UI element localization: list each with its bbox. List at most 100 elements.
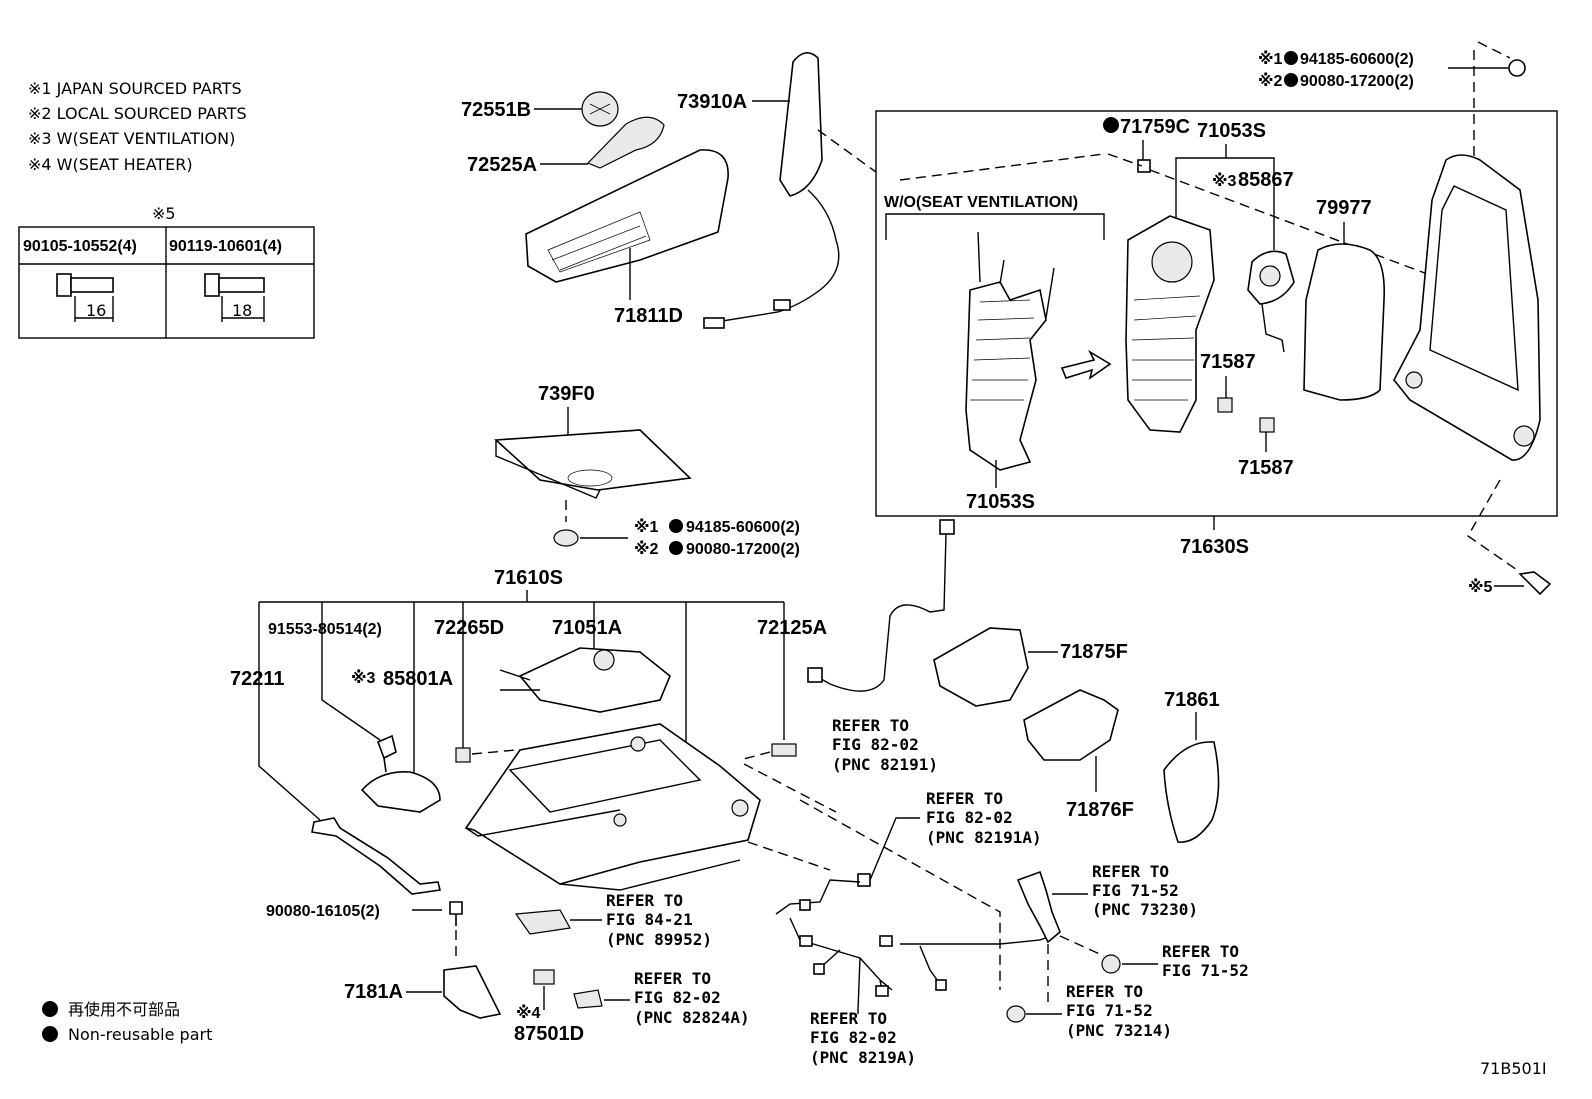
connector-82824A: REFER TO FIG 82-02 (PNC 82824A) (573, 969, 750, 1027)
buckle-73230-icon (1016, 870, 1061, 944)
heater-87501D: ※4 87501D (514, 969, 584, 1045)
side-pad-73910A-icon (779, 52, 823, 197)
nut-callout-top: ※1 94185-60600(2) ※2 90080-17200(2) (1258, 41, 1526, 300)
clip-72125A-icon (771, 743, 797, 757)
nut-mid-part-1: 94185-60600(2) (686, 519, 800, 536)
legend-note-3: ※3 W(SEAT VENTILATION) (28, 129, 235, 148)
mark-5-bottom: ※5 (1468, 578, 1493, 596)
bolt-91553-icon (376, 734, 397, 773)
label-71861: 71861 (1164, 689, 1220, 711)
ref-73230-line3: (PNC 73230) (1092, 900, 1198, 919)
label-79977: 79977 (1316, 197, 1372, 219)
lumbar-support-ventilated-icon (1125, 215, 1215, 433)
seatback-box: 71630S W/O(SEAT VENTILATION) 71053S 7175… (875, 110, 1558, 558)
legend-note-2: ※2 LOCAL SOURCED PARTS (28, 104, 247, 123)
module-89952-icon (514, 909, 571, 935)
label-71875F: 71875F (1060, 641, 1128, 663)
nut-7152: REFER TO FIG 71-52 (1101, 942, 1249, 980)
ref-8219A-line3: (PNC 8219A) (810, 1048, 916, 1067)
nut-top-part-1: 94185-60600(2) (1300, 51, 1414, 68)
ref-73214-line3: (PNC 73214) (1066, 1021, 1172, 1040)
clip-71587-a-icon (1217, 397, 1233, 413)
label-7181A: 7181A (344, 981, 403, 1003)
seat-track-group: 71610S 91553-80514(2) 72265D 71051A 7212… (230, 567, 1001, 990)
label-wo-seat-vent: W/O(SEAT VENTILATION) (884, 194, 1078, 211)
mark-87501D: ※4 (516, 1004, 541, 1022)
ref-7152-line1: REFER TO (1162, 942, 1239, 961)
ref-82824A-line3: (PNC 82824A) (634, 1008, 750, 1027)
label-71051A: 71051A (552, 617, 622, 639)
label-71610S: 71610S (494, 567, 563, 589)
bolt-7181A-group: 90080-16105(2) 7181A (266, 901, 502, 1019)
label-72525A: 72525A (467, 154, 537, 176)
label-71876F: 71876F (1066, 799, 1134, 821)
bolt-2-icon (204, 273, 265, 322)
bolt-table: ※5 90105-10552(4) 90119-10601(4) 16 18 (18, 204, 315, 339)
nut-mid-part-2: 90080-17200(2) (686, 541, 800, 558)
label-71587-b: 71587 (1238, 457, 1294, 479)
ref-82824A-line2: FIG 82-02 (634, 988, 721, 1007)
bolt-table-col1-header: 90105-10552(4) (23, 238, 137, 255)
label-85801A: 85801A (383, 668, 453, 690)
shield-71861-icon (1163, 741, 1220, 843)
mark-85867: ※3 (1212, 172, 1237, 190)
seat-track-71610S-icon (464, 723, 761, 891)
side-cover-71811D-icon (525, 149, 729, 283)
ref-82191A-line1: REFER TO (926, 789, 1003, 808)
nonreusable-en: Non-reusable part (68, 1025, 212, 1044)
clip-72265D-icon (455, 747, 471, 763)
ref-8219A-line2: FIG 82-02 (810, 1028, 897, 1047)
heater-87501D-icon (533, 969, 555, 985)
nonreusable-bullet-icon-2 (42, 1026, 58, 1042)
label-71759C: 71759C (1120, 116, 1190, 138)
side-pad-73910A: 73910A (677, 52, 877, 329)
buckle-73230: REFER TO FIG 71-52 (PNC 73230) (1016, 862, 1198, 1002)
clip-71759C-icon (1137, 159, 1151, 173)
label-71811D: 71811D (614, 305, 683, 327)
label-91553: 91553-80514(2) (268, 621, 382, 638)
connector-82191-icon (939, 519, 955, 535)
arrow-icon (1060, 349, 1112, 380)
harness-connector-icon (879, 935, 893, 947)
rod-72211-icon (311, 817, 441, 895)
washer-73214-icon (1006, 1005, 1026, 1023)
bracket-7181A-icon (443, 965, 502, 1019)
bolt-1-dimension: 16 (86, 301, 106, 320)
label-739F0: 739F0 (538, 383, 595, 405)
ref-89952-line2: FIG 84-21 (606, 910, 693, 929)
cover-71875F-icon (933, 627, 1029, 707)
ref-89952-line3: (PNC 89952) (606, 930, 712, 949)
washer-73214: REFER TO FIG 71-52 (PNC 73214) (1006, 982, 1172, 1040)
cover-71876F-icon (1023, 689, 1119, 761)
cover-71876F: 71876F (1023, 689, 1134, 821)
ref-82191A-line3: (PNC 82191A) (926, 828, 1042, 847)
nut-mid-mark-2: ※2 (634, 540, 659, 558)
nut-top-mark-2: ※2 (1258, 72, 1283, 90)
bolt-2-dimension: 18 (232, 301, 252, 320)
label-87501D: 87501D (514, 1023, 584, 1045)
wire-82191: REFER TO FIG 82-02 (PNC 82191) (807, 519, 955, 774)
clip-71587-b-icon (1259, 417, 1275, 433)
ref-73214-line1: REFER TO (1066, 982, 1143, 1001)
label-90080-16105: 90080-16105(2) (266, 903, 380, 920)
nonreusable-legend: 再使用不可部品 Non-reusable part (42, 1000, 212, 1044)
nut-7152-icon (1101, 954, 1121, 974)
bolt-1-icon (56, 273, 114, 322)
shield-71861: 71861 (1163, 689, 1220, 843)
cover-71875F: 71875F (933, 627, 1128, 707)
ref-73230-line2: FIG 71-52 (1092, 881, 1179, 900)
legend-notes: ※1 JAPAN SOURCED PARTS ※2 LOCAL SOURCED … (28, 79, 247, 174)
label-71587-a: 71587 (1200, 351, 1256, 373)
connector-82824A-icon (573, 989, 603, 1009)
cushion-pad-739F0: 739F0 (494, 383, 692, 547)
motor-85801A-icon (360, 771, 441, 813)
ref-82191-line3: (PNC 82191) (832, 755, 938, 774)
nut-callout-mid: ※1 94185-60600(2) ※2 90080-17200(2) (580, 518, 800, 558)
label-71053S-top: 71053S (1197, 120, 1266, 142)
label-71630S: 71630S (1180, 536, 1249, 558)
ref-82824A-line1: REFER TO (634, 969, 711, 988)
lumbar-support-w-o-icon (965, 231, 1055, 471)
ref-82191-line2: FIG 82-02 (832, 735, 919, 754)
harness-82191A: REFER TO FIG 82-02 (PNC 82191A) REFER TO… (775, 789, 1057, 1067)
pad-79977-icon (1303, 243, 1386, 401)
